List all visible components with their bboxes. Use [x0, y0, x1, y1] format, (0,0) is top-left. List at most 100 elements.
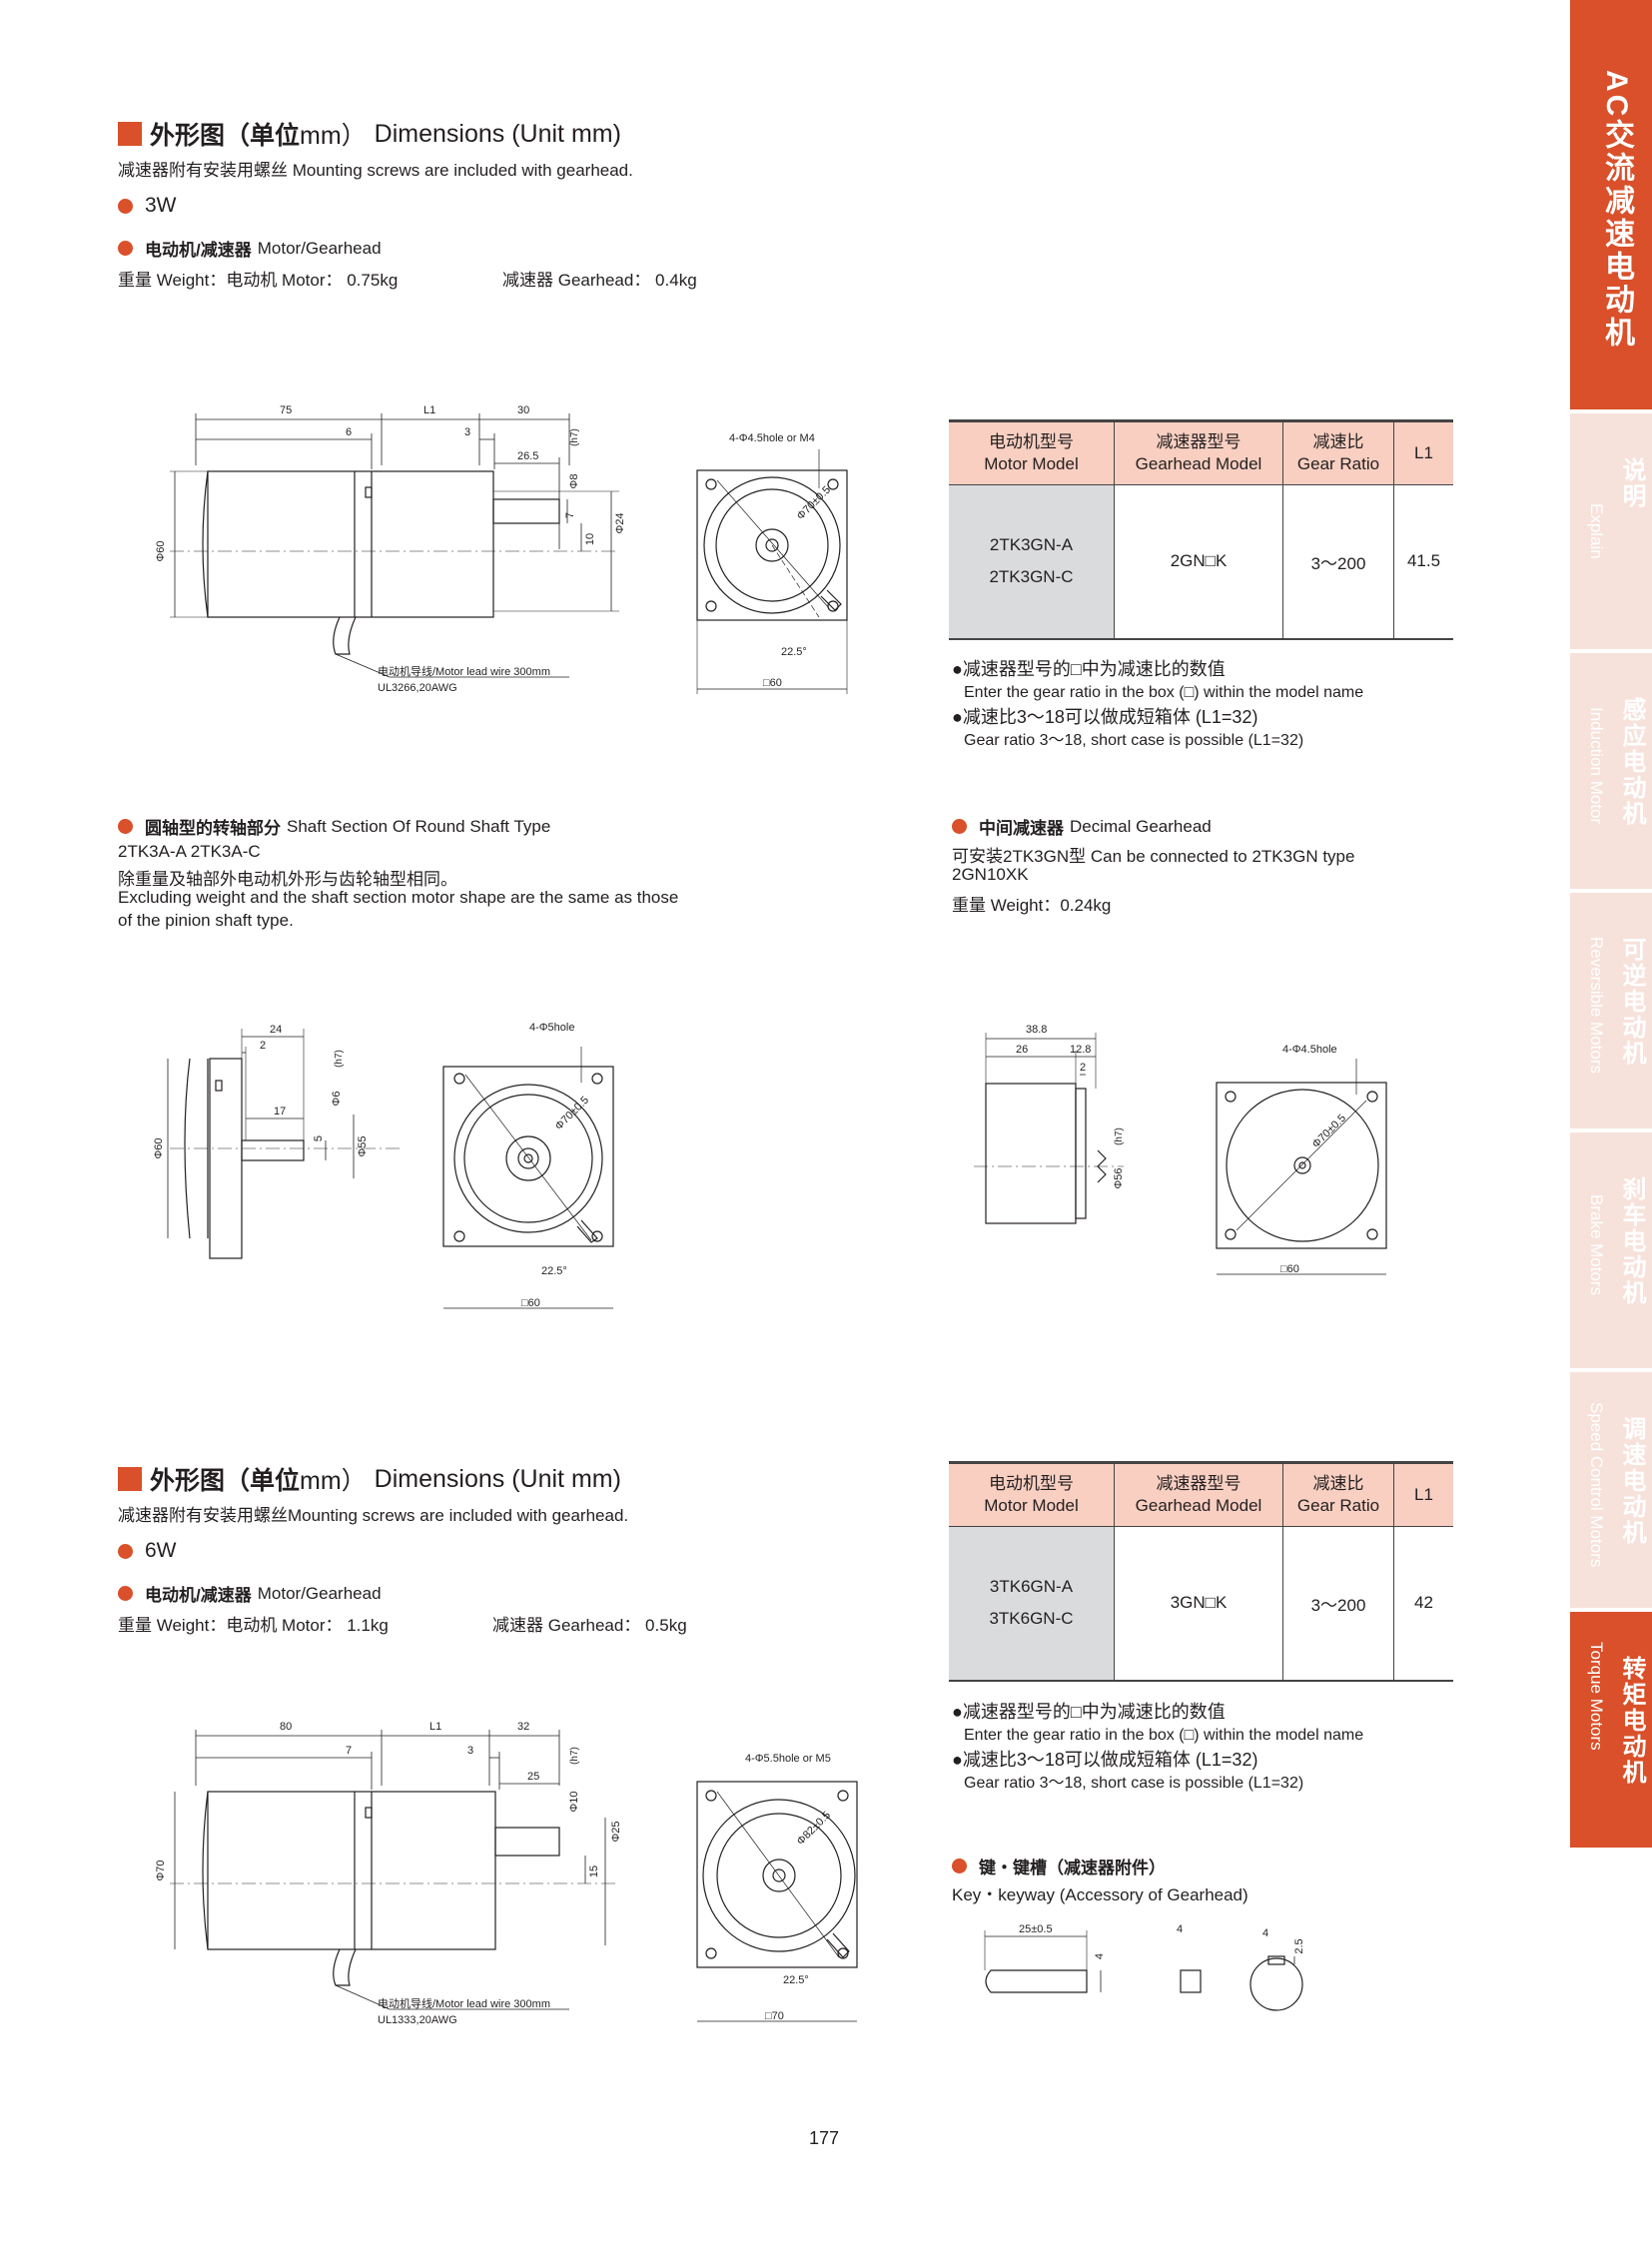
- svg-text:Φ55: Φ55: [357, 1135, 369, 1156]
- svg-text:□60: □60: [763, 677, 782, 689]
- svg-text:□60: □60: [1280, 1263, 1299, 1275]
- power-label-2: 6W: [118, 1539, 177, 1563]
- svg-text:Φ82±0.5: Φ82±0.5: [795, 1810, 833, 1848]
- note-block-1: ●减速器型号的□中为减速比的数值 Enter the gear ratio in…: [952, 659, 1364, 749]
- sidebar-item-induction-motor[interactable]: 感应电动机 Induction Motor: [1570, 653, 1652, 889]
- square-marker-icon: [118, 122, 142, 146]
- sidebar-item-brake-motors[interactable]: 刹车电动机 Brake Motors: [1570, 1132, 1652, 1368]
- svg-text:Φ6: Φ6: [331, 1092, 343, 1107]
- subtitle: 减速器附有安装用螺丝 Mounting screws are included …: [118, 161, 633, 180]
- section-title-6w: 外形图（单位 mm）Dimensions (Unit mm): [118, 1461, 621, 1497]
- bullet-icon: [118, 1586, 133, 1601]
- round-line-zh: 除重量及轴部外电动机外形与齿轮轴型相同。: [118, 870, 457, 889]
- drawing-6w-side: 80 L1 32 7 3 25 Φ70 Φ10 (h7) 15 Φ25 电动机导…: [155, 1721, 622, 2026]
- cell-gearhead: 2GN□K: [1114, 484, 1283, 639]
- svg-text:4-Φ4.5hole or M4: 4-Φ4.5hole or M4: [729, 432, 815, 444]
- svg-text:12.8: 12.8: [1070, 1044, 1091, 1056]
- svg-text:22.5°: 22.5°: [783, 1974, 809, 1986]
- svg-text:3: 3: [464, 426, 470, 438]
- header-l1: L1: [1393, 1462, 1453, 1527]
- svg-text:4: 4: [1262, 1927, 1268, 1939]
- svg-text:Φ8: Φ8: [568, 474, 580, 489]
- svg-text:L1: L1: [429, 1721, 441, 1733]
- cell-ratio: 3～200: [1282, 484, 1394, 639]
- bullet-icon: [118, 241, 133, 256]
- svg-text:15: 15: [588, 1866, 600, 1877]
- svg-text:22.5°: 22.5°: [541, 1265, 567, 1277]
- sidebar: AC交流减速电动机 说明 Explain 感应电动机 Induction Mot…: [1570, 0, 1652, 2241]
- svg-text:17: 17: [274, 1106, 286, 1118]
- svg-text:5: 5: [313, 1135, 325, 1141]
- svg-text:4-Φ4.5hole: 4-Φ4.5hole: [1282, 1044, 1337, 1056]
- svg-text:22.5°: 22.5°: [781, 646, 807, 658]
- svg-text:UL3266,20AWG: UL3266,20AWG: [378, 682, 457, 694]
- svg-text:30: 30: [517, 404, 529, 416]
- svg-text:2: 2: [260, 1040, 266, 1052]
- svg-text:□60: □60: [521, 1297, 540, 1309]
- weight-motor-2: 重量 Weight：电动机 Motor： 1.1kg: [118, 1616, 389, 1635]
- cell-gearhead: 3GN□K: [1114, 1526, 1283, 1681]
- svg-text:Φ60: Φ60: [155, 540, 167, 561]
- decimal-line1: 可安装2TK3GN型 Can be connected to 2TK3GN ty…: [952, 847, 1355, 866]
- svg-text:Φ24: Φ24: [614, 512, 626, 533]
- decimal-line3: 重量 Weight：0.24kg: [952, 896, 1112, 915]
- drawing-decimal-side: 38.8 26 12.8 2 Φ56 (h7): [974, 1024, 1125, 1224]
- svg-text:10: 10: [584, 533, 596, 545]
- header-l1: L1: [1393, 420, 1453, 485]
- svg-text:32: 32: [517, 1721, 529, 1733]
- bullet-icon: [118, 819, 133, 834]
- svg-text:(h7): (h7): [334, 1050, 345, 1068]
- svg-text:Φ70±0.5: Φ70±0.5: [553, 1095, 591, 1132]
- svg-text:Φ56: Φ56: [1113, 1167, 1125, 1188]
- svg-text:电动机导线/Motor lead wire 300mm: 电动机导线/Motor lead wire 300mm: [378, 1996, 550, 2010]
- sidebar-item-explain[interactable]: 说明 Explain: [1570, 413, 1652, 649]
- sidebar-item-torque-motors[interactable]: 转矩电动机 Torque Motors: [1570, 1612, 1652, 1848]
- svg-text:75: 75: [280, 404, 292, 416]
- svg-text:25±0.5: 25±0.5: [1019, 1923, 1053, 1935]
- bullet-icon: [952, 1859, 967, 1873]
- sidebar-item-speed-control-motors[interactable]: 调速电动机 Speed Control Motors: [1570, 1372, 1652, 1608]
- drawing-key: 25±0.5 4 4 4 2.5: [984, 1923, 1305, 2011]
- page-number: 177: [809, 2128, 840, 2148]
- svg-text:80: 80: [280, 1721, 292, 1733]
- decimal-line2: 2GN10XK: [952, 865, 1029, 884]
- svg-text:26: 26: [1016, 1044, 1028, 1056]
- svg-text:□70: □70: [765, 2010, 784, 2022]
- drawing-3w-front: 4-Φ4.5hole or M4 Φ70±0.5 22.5° □60: [696, 432, 848, 694]
- sidebar-title: AC交流减速电动机: [1570, 0, 1652, 409]
- weight-gearhead-2: 减速器 Gearhead： 0.5kg: [492, 1616, 687, 1635]
- svg-text:4: 4: [1177, 1923, 1183, 1935]
- cell-l1: 41.5: [1393, 484, 1453, 639]
- svg-text:7: 7: [564, 512, 576, 518]
- svg-text:(h7): (h7): [569, 428, 580, 446]
- svg-text:7: 7: [346, 1745, 352, 1757]
- weight-motor: 重量 Weight：电动机 Motor： 0.75kg: [118, 271, 399, 290]
- svg-text:24: 24: [270, 1024, 282, 1036]
- svg-text:26.5: 26.5: [517, 450, 538, 462]
- svg-text:L1: L1: [423, 404, 435, 416]
- round-line-en2: of the pinion shaft type.: [118, 911, 294, 930]
- square-marker-icon: [118, 1467, 142, 1491]
- svg-text:2: 2: [1080, 1062, 1086, 1074]
- svg-text:38.8: 38.8: [1026, 1024, 1047, 1036]
- round-line-en1: Excluding weight and the shaft section m…: [118, 888, 679, 907]
- sidebar-item-reversible-motors[interactable]: 可逆电动机 Reversible Motors: [1570, 893, 1652, 1128]
- svg-text:4-Φ5hole: 4-Φ5hole: [529, 1022, 574, 1034]
- svg-text:4-Φ5.5hole or M5: 4-Φ5.5hole or M5: [745, 1753, 831, 1765]
- power-label: 3W: [118, 194, 177, 218]
- svg-text:2.5: 2.5: [1293, 1938, 1305, 1953]
